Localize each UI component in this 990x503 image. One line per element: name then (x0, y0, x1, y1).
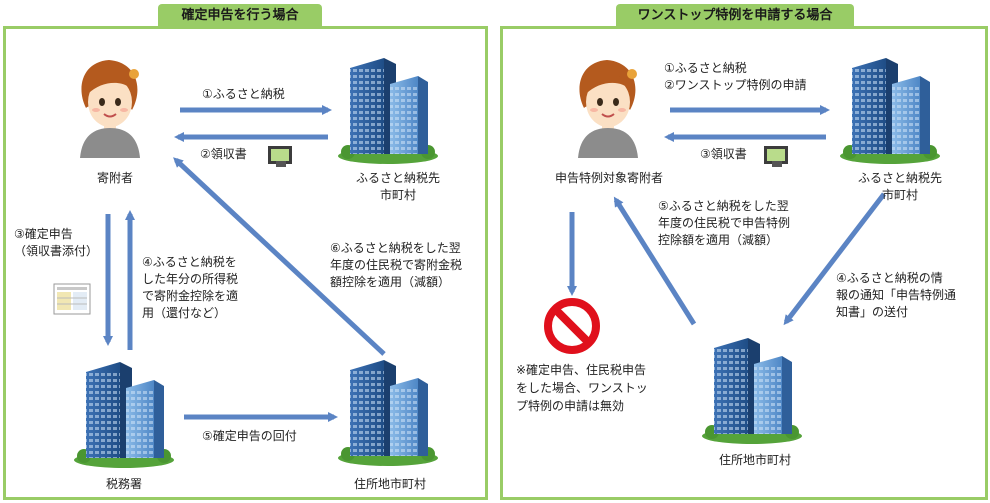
document-icon (53, 283, 91, 315)
right-note-line: ※確定申告、住民税申告 (516, 363, 647, 377)
left-step3-line1: ③確定申告 (14, 227, 73, 241)
right-step1-label: ①ふるさと納税 (664, 61, 747, 75)
left-step4-line: ④ふるさと納税を (142, 255, 237, 269)
left-step2-label: ②領収書 (200, 147, 247, 161)
right-furusato-city-label-2: 市町村 (881, 188, 918, 202)
left-step6-line: ⑥ふるさと納税をした翌 (330, 241, 461, 255)
left-step4-line: 用（還付など） (142, 306, 227, 320)
right-note-line: プ特例の申請は無効 (516, 399, 625, 413)
left-residence-city-label: 住所地市町村 (353, 477, 426, 491)
right-residence-city-label: 住所地市町村 (718, 453, 791, 467)
right-step5-line: ⑤ふるさと納税をした翌 (658, 199, 789, 213)
panel-title-left: 確定申告を行う場合 (158, 4, 322, 28)
right-step5-line: 年度の住民税で申告特例 (658, 216, 791, 230)
right-step4-line: 報の通知「申告特例通 (836, 288, 957, 302)
left-step5-label: ⑤確定申告の回付 (202, 429, 297, 443)
right-step2-label: ②ワンストップ特例の申請 (664, 78, 807, 92)
left-step1-label: ①ふるさと納税 (202, 87, 285, 101)
prohibition-icon (544, 298, 600, 354)
left-step6-line: 年度の住民税で寄附金税 (330, 258, 463, 272)
receipt-icon (764, 146, 788, 167)
arrow-right-step4 (783, 192, 886, 326)
arrow-left-step6 (173, 157, 386, 356)
right-furusato-city-label-1: ふるさと納税先 (857, 171, 942, 185)
right-note-line: をした場合、ワンストッ (516, 381, 648, 395)
left-step3-line2: （領収書添付） (14, 244, 99, 258)
panel-one-stop (500, 26, 988, 500)
right-step3-label: ③領収書 (700, 147, 747, 161)
arrow-right-step5 (613, 196, 697, 326)
left-step4-line: した年分の所得税 (142, 272, 239, 286)
right-step4-line: ④ふるさと納税の情 (836, 271, 943, 285)
left-step4-line: で寄附金控除を適 (142, 289, 239, 303)
right-step5-line: 控除額を適用（減額） (658, 233, 779, 247)
left-furusato-city-label-2: 市町村 (379, 188, 416, 202)
left-step6-line: 額控除を適用（減額） (330, 275, 451, 289)
right-step4-line: 知書」の送付 (836, 305, 909, 319)
left-tax-office-label: 税務署 (105, 477, 142, 491)
left-furusato-city-label-1: ふるさと納税先 (355, 171, 440, 185)
left-donor-label: 寄附者 (96, 171, 133, 185)
receipt-icon (268, 146, 292, 167)
panel-title-right: ワンストップ特例を申請する場合 (616, 4, 854, 28)
right-donor-label: 申告特例対象寄附者 (554, 171, 663, 185)
